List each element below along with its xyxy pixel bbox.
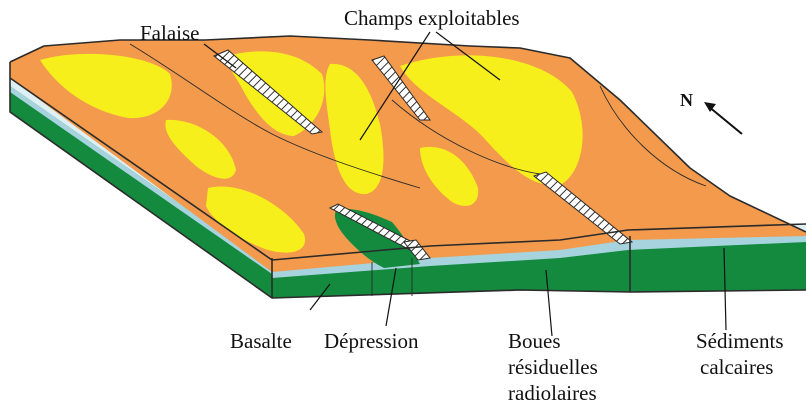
north-arrow-shaft [708,106,742,134]
label-boues-line-3: radiolaires [508,381,597,405]
north-label: N [680,90,693,110]
label-champs-exploitables: Champs exploitables [344,6,520,30]
label-depression: Dépression [324,329,419,353]
north-arrow: N [680,90,742,134]
label-boues-line-1: Boues [508,329,561,353]
label-sediments-line-1: Sédiments [696,329,784,353]
label-sediments-line-2: calcaires [700,355,773,379]
label-falaise: Falaise [140,21,199,45]
label-boues-line-2: résiduelles [508,355,598,379]
label-basalte: Basalte [230,329,292,353]
